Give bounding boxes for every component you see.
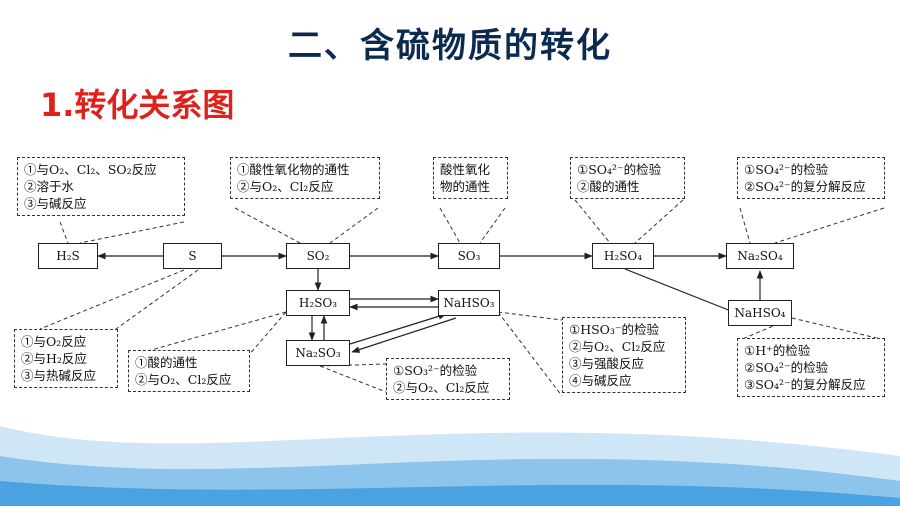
note-line: ②与O₂、Cl₂反应 bbox=[237, 179, 334, 194]
arrow-nahso3-to-na2so3 bbox=[351, 317, 457, 353]
note-line: ②与O₂、Cl₂反应 bbox=[393, 380, 490, 395]
note-so3-props: 酸性氧化 物的通性 bbox=[433, 157, 508, 199]
note-line: ①SO₃²⁻的检验 bbox=[393, 363, 478, 378]
note-line: ②与H₂反应 bbox=[21, 351, 87, 366]
note-line: 物的通性 bbox=[440, 179, 491, 194]
note-line: ②酸的通性 bbox=[577, 179, 640, 194]
node-na2so4: Na₂SO₄ bbox=[726, 243, 794, 269]
note-na2so3-props: ①SO₃²⁻的检验 ②与O₂、Cl₂反应 bbox=[386, 358, 510, 400]
background-wave bbox=[0, 426, 900, 506]
note-line: ①与O₂反应 bbox=[21, 334, 87, 349]
note-line: ①HSO₃⁻的检验 bbox=[569, 322, 660, 337]
arrow-na2so3-to-nahso3 bbox=[349, 313, 447, 345]
note-line: ①与O₂、Cl₂、SO₂反应 bbox=[24, 162, 157, 177]
section-subtitle: 1.转化关系图 bbox=[40, 86, 235, 124]
note-h2so3-props: ①酸的通性 ②与O₂、Cl₂反应 bbox=[128, 350, 250, 392]
note-line: ③SO₄²⁻的复分解反应 bbox=[744, 377, 866, 392]
note-line: ①酸的通性 bbox=[135, 355, 198, 370]
note-s-reactions: ①与O₂反应 ②与H₂反应 ③与热碱反应 bbox=[14, 329, 118, 388]
note-line: ②溶于水 bbox=[24, 179, 75, 194]
note-so2-props: ①酸性氧化物的通性 ②与O₂、Cl₂反应 bbox=[230, 157, 380, 199]
note-line: ③与强酸反应 bbox=[569, 356, 645, 371]
arrow-h2so4-to-nahso4 bbox=[624, 268, 737, 314]
node-h2so3: H₂SO₃ bbox=[286, 290, 350, 316]
node-nahso4: NaHSO₄ bbox=[728, 300, 792, 326]
page-title: 二、含硫物质的转化 bbox=[288, 26, 612, 66]
node-s: S bbox=[163, 243, 222, 269]
note-line: ①SO₄²⁻的检验 bbox=[577, 162, 662, 177]
node-so3: SO₃ bbox=[438, 243, 500, 269]
node-h2so4: H₂SO₄ bbox=[592, 243, 654, 269]
note-line: ②与O₂、Cl₂反应 bbox=[569, 339, 666, 354]
note-na2so4-props: ①SO₄²⁻的检验 ②SO₄²⁻的复分解反应 bbox=[737, 157, 885, 199]
note-line: ①SO₄²⁻的检验 bbox=[744, 162, 829, 177]
note-line: ②SO₄²⁻的检验 bbox=[744, 360, 829, 375]
note-line: ③与热碱反应 bbox=[21, 368, 97, 383]
node-nahso3: NaHSO₃ bbox=[438, 290, 500, 316]
note-s-to-h2s: ①与O₂、Cl₂、SO₂反应 ②溶于水 ③与碱反应 bbox=[17, 157, 185, 216]
note-line: 酸性氧化 bbox=[440, 162, 491, 177]
note-h2so4-props: ①SO₄²⁻的检验 ②酸的通性 bbox=[570, 157, 685, 199]
note-nahso3-props: ①HSO₃⁻的检验 ②与O₂、Cl₂反应 ③与强酸反应 ④与碱反应 bbox=[562, 317, 686, 393]
node-so2: SO₂ bbox=[286, 243, 350, 269]
note-line: ④与碱反应 bbox=[569, 373, 632, 388]
note-nahso4-props: ①H⁺的检验 ②SO₄²⁻的检验 ③SO₄²⁻的复分解反应 bbox=[737, 338, 885, 397]
note-line: ②与O₂、Cl₂反应 bbox=[135, 372, 232, 387]
note-line: ①H⁺的检验 bbox=[744, 343, 811, 358]
node-na2so3: Na₂SO₃ bbox=[286, 340, 350, 366]
note-line: ③与碱反应 bbox=[24, 196, 87, 211]
node-h2s: H₂S bbox=[38, 243, 98, 269]
note-line: ②SO₄²⁻的复分解反应 bbox=[744, 179, 866, 194]
note-line: ①酸性氧化物的通性 bbox=[237, 162, 350, 177]
